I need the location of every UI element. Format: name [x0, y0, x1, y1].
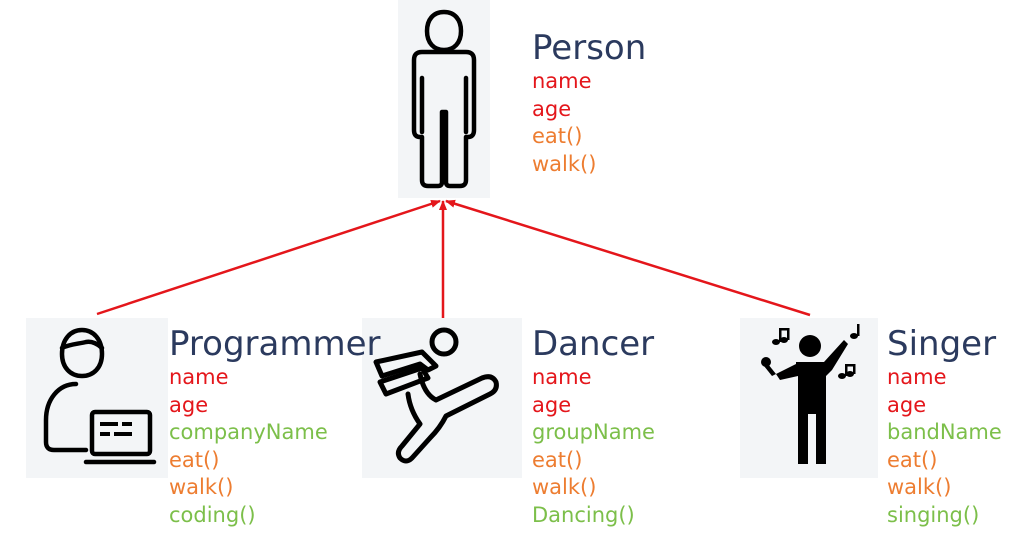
member-inherited-method: eat() — [532, 447, 583, 472]
member-attribute: name — [169, 365, 229, 389]
class-title: Programmer — [169, 324, 381, 364]
member-attribute: name — [532, 365, 592, 389]
member-list: name age eat() walk() — [532, 68, 646, 178]
member-inherited-method: walk() — [532, 151, 597, 176]
member-own-member: coding() — [169, 502, 256, 527]
programmer-icon-box — [26, 318, 168, 478]
member-inherited-method: eat() — [169, 447, 220, 472]
member-inherited-method: eat() — [532, 124, 583, 148]
member-attribute: name — [887, 365, 947, 389]
class-person: Person name age eat() walk() — [532, 28, 646, 178]
member-attribute: age — [169, 392, 209, 417]
member-own-member: companyName — [169, 420, 328, 444]
class-singer: Singer name age bandName eat() walk() singing… — [887, 324, 1002, 529]
member-attribute: name — [532, 69, 592, 93]
member-list: name age groupName eat() walk() Dancing() — [532, 364, 655, 529]
person-icon-box — [398, 0, 490, 198]
member-inherited-method: walk() — [169, 475, 234, 499]
person-icon — [411, 9, 477, 189]
arrow-singer-to-person — [445, 199, 811, 317]
class-title: Dancer — [532, 324, 655, 364]
member-attribute: age — [887, 392, 927, 417]
programmer-laptop-icon — [43, 327, 157, 465]
class-title: Singer — [887, 324, 997, 364]
class-title: Person — [532, 28, 647, 68]
member-own-member: groupName — [532, 420, 655, 444]
singer-microphone-icon — [761, 324, 860, 464]
member-inherited-method: walk() — [887, 475, 952, 499]
member-inherited-method: eat() — [887, 447, 938, 472]
dancer-kick-icon — [373, 327, 499, 464]
class-dancer: Dancer name age groupName eat() walk() Dancin… — [532, 324, 655, 529]
member-inherited-method: walk() — [532, 475, 597, 499]
member-own-member: singing() — [887, 502, 980, 527]
class-programmer: Programmer name age companyName eat() walk()… — [169, 324, 380, 529]
member-attribute: age — [532, 96, 572, 121]
member-list: name age companyName eat() walk() coding() — [169, 364, 380, 529]
arrow-programmer-to-person — [96, 199, 441, 316]
dancer-icon-box — [362, 318, 522, 478]
singer-icon-box — [740, 318, 878, 478]
member-list: name age bandName eat() walk() singing() — [887, 364, 1002, 529]
member-attribute: age — [532, 392, 572, 417]
member-own-member: Dancing() — [532, 502, 635, 527]
member-own-member: bandName — [887, 420, 1002, 444]
